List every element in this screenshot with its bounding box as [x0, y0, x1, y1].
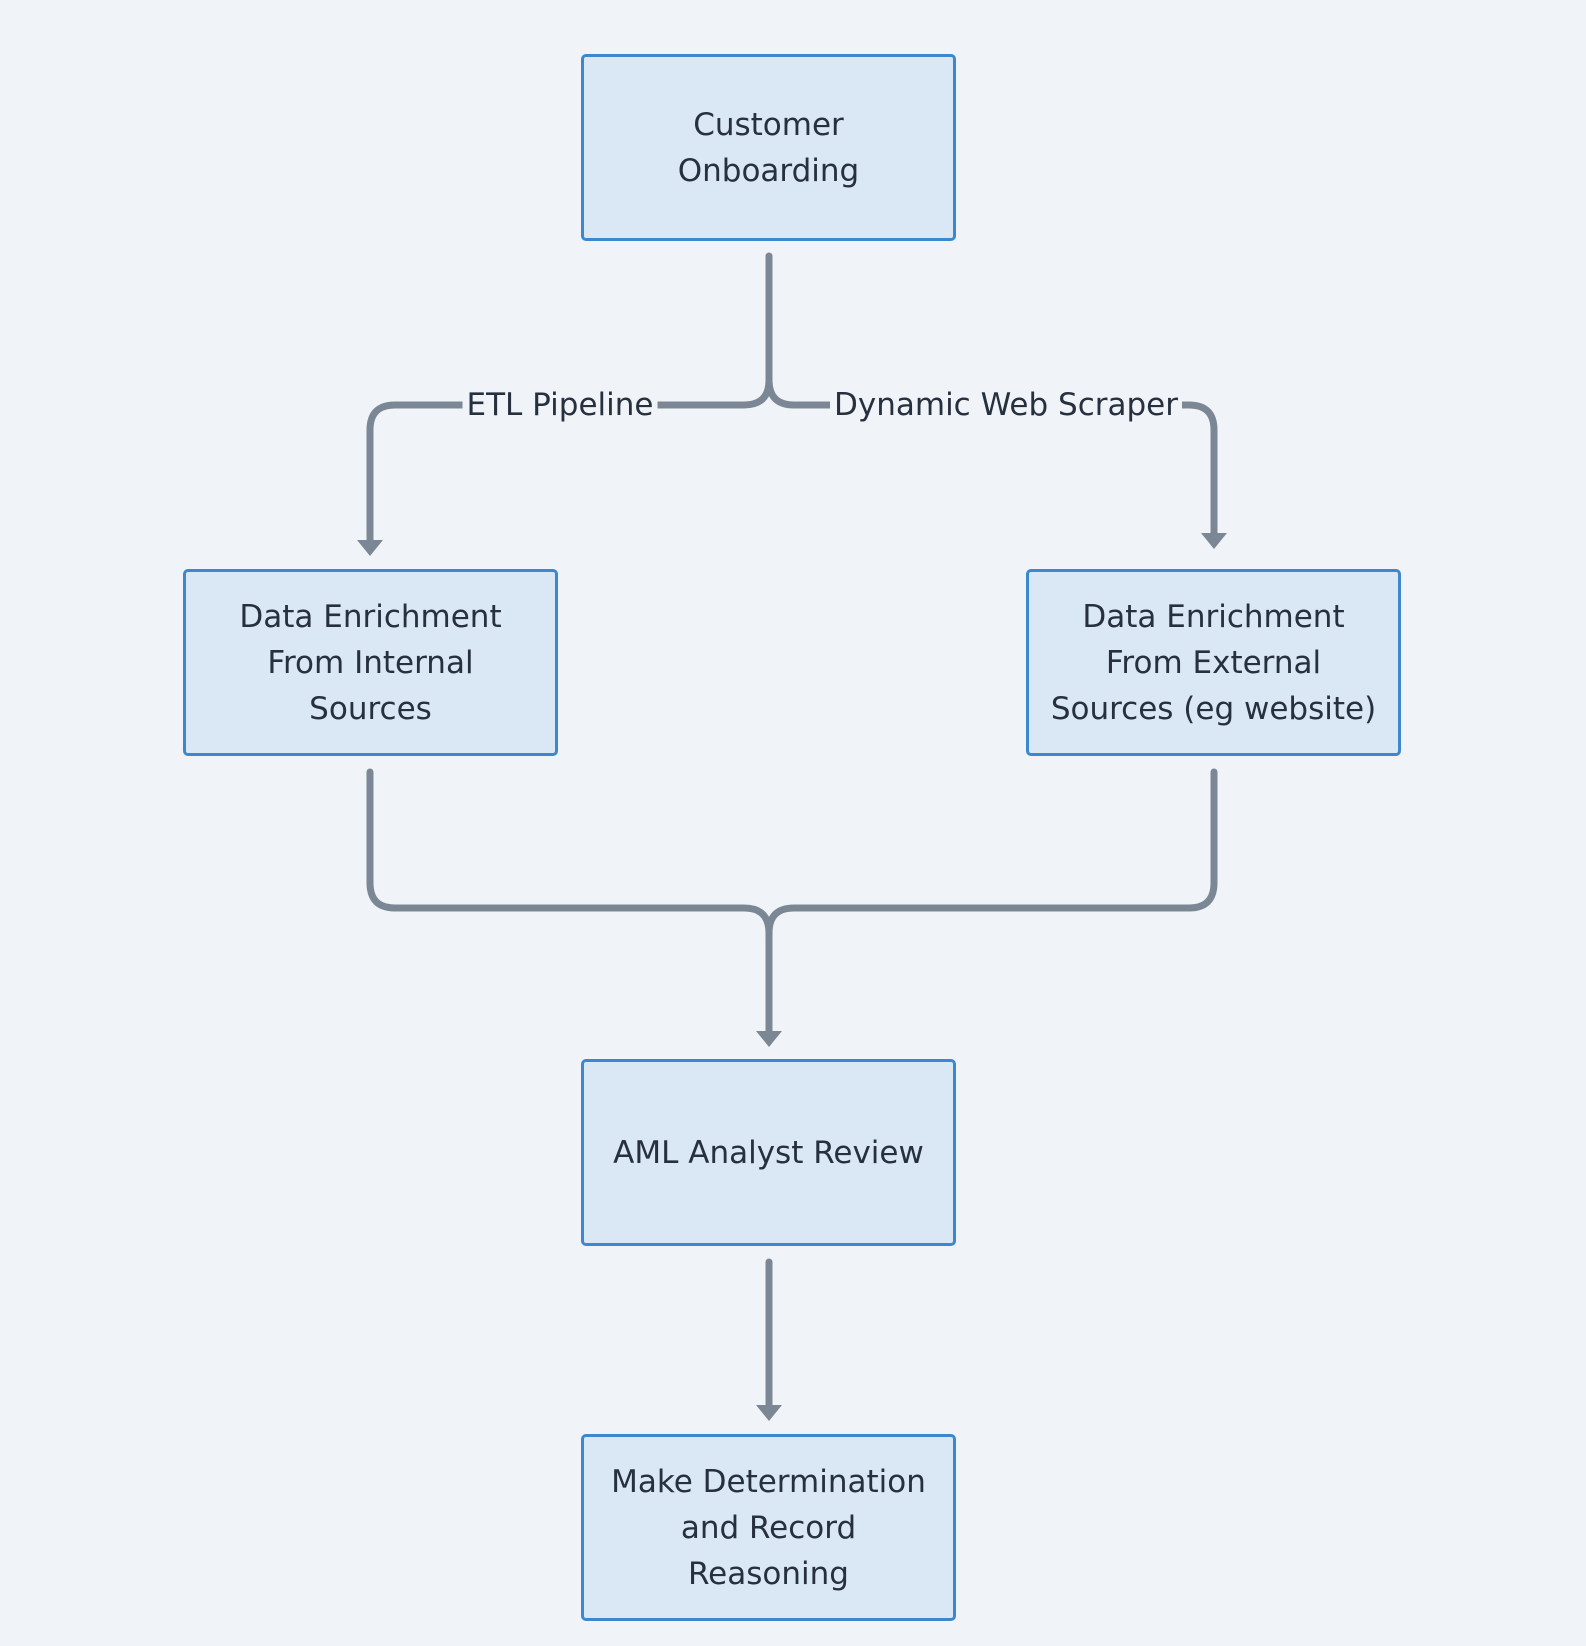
- arrowhead-review: [756, 1031, 782, 1047]
- edge-external-to-review: [765, 768, 1218, 937]
- node-label-internal-enrichment: Data Enrichment From Internal Sources: [239, 598, 502, 727]
- node-internal-enrichment[interactable]: Data Enrichment From Internal Sources: [183, 569, 558, 756]
- node-label-customer-onboarding: Customer Onboarding: [677, 106, 860, 189]
- node-aml-analyst-review[interactable]: AML Analyst Review: [581, 1059, 956, 1246]
- edge-onboarding-to-external: [765, 376, 1218, 542]
- node-external-enrichment[interactable]: Data Enrichment From External Sources (e…: [1026, 569, 1401, 756]
- node-label-make-determination: Make Determination and Record Reasoning: [611, 1463, 926, 1592]
- edge-internal-to-review: [366, 768, 773, 1040]
- arrowhead-internal: [357, 540, 383, 556]
- arrowhead-determination: [756, 1405, 782, 1421]
- node-label-aml-analyst-review: AML Analyst Review: [613, 1134, 924, 1171]
- node-customer-onboarding[interactable]: Customer Onboarding: [581, 54, 956, 241]
- node-label-external-enrichment: Data Enrichment From External Sources (e…: [1050, 598, 1377, 727]
- edge-label-etl-pipeline: ETL Pipeline: [462, 383, 658, 427]
- arrowhead-external: [1201, 533, 1227, 549]
- edge-label-dynamic-web-scraper: Dynamic Web Scraper: [830, 383, 1182, 427]
- node-make-determination[interactable]: Make Determination and Record Reasoning: [581, 1434, 956, 1621]
